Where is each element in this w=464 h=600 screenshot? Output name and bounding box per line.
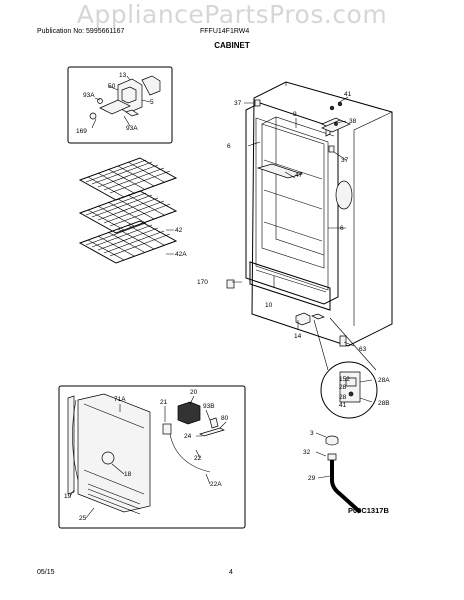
callout-14: 14 — [294, 333, 302, 340]
callout-32: 32 — [303, 449, 311, 456]
callout-28-lower: 28 — [339, 394, 347, 401]
callout-170: 170 — [197, 279, 208, 286]
callout-152: 152 — [339, 376, 350, 383]
callout-80: 80 — [221, 415, 229, 422]
callout-93a-top: 93A — [83, 92, 95, 99]
callout-28-upper: 28 — [339, 384, 347, 391]
callout-28b: 28B — [378, 400, 390, 407]
callout-22: 22 — [194, 455, 202, 462]
callout-71a: 71A — [114, 396, 126, 403]
callout-41-top: 41 — [344, 91, 352, 98]
callout-29: 29 — [308, 475, 316, 482]
section-title: CABINET — [214, 41, 250, 50]
callout-9: 9 — [293, 111, 297, 118]
watermark: AppliancePartsPros.com — [76, 0, 388, 29]
callout-37-top: 37 — [234, 100, 242, 107]
callout-22a: 22A — [210, 481, 222, 488]
callout-20: 20 — [190, 389, 198, 396]
callout-63: 63 — [359, 346, 367, 353]
callout-13: 13 — [119, 72, 127, 79]
callout-169: 169 — [76, 128, 87, 135]
callout-18: 18 — [124, 471, 132, 478]
callout-37-right: 37 — [341, 157, 349, 164]
callout-50: 50 — [108, 83, 116, 90]
footer-page-number: 4 — [229, 569, 233, 576]
callout-41-detail: 41 — [339, 402, 347, 409]
hinge-detail-circle: 152 28 28A 28 41 28B — [313, 317, 390, 419]
callout-6-right: 6 — [340, 225, 344, 232]
callout-6-left: 6 — [227, 143, 231, 150]
callout-10: 10 — [265, 302, 273, 309]
callout-21: 21 — [160, 399, 168, 406]
callout-19: 19 — [64, 493, 72, 500]
footer-date: 05/15 — [37, 569, 55, 576]
cabinet-body: 37 41 9 38 6 37 47 6 170 10 14 63 — [197, 81, 393, 353]
callout-24: 24 — [184, 433, 192, 440]
callout-5: 5 — [150, 99, 154, 106]
callout-93b: 93B — [203, 403, 215, 410]
callout-42a: 42A — [175, 251, 187, 258]
callout-42: 42 — [175, 227, 183, 234]
wire-shelves: 42 42A — [78, 157, 187, 264]
publication-number: Publication No: 5995661167 — [37, 28, 125, 35]
callout-25: 25 — [79, 515, 87, 522]
callout-28a: 28A — [378, 377, 390, 384]
callout-93a-bottom: 93A — [126, 125, 138, 132]
control-panel-inset: 71A 20 21 93B 80 24 18 22 22A 19 25 — [58, 385, 246, 529]
diagram-code: P08C1317B — [348, 506, 389, 515]
light-assembly-inset: 13 93A 50 5 169 93A — [67, 66, 173, 144]
callout-47: 47 — [295, 172, 303, 179]
callout-38: 38 — [349, 118, 357, 125]
model-number: FFFU14F1RW4 — [200, 28, 250, 35]
drain-hose-assembly: 3 32 29 — [303, 430, 362, 514]
callout-3: 3 — [310, 430, 314, 437]
